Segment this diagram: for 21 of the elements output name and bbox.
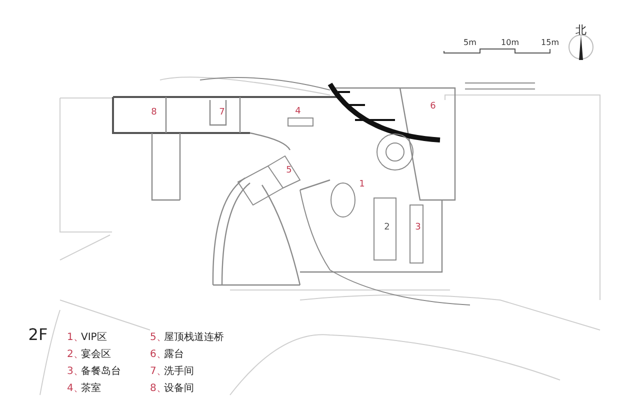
- scale-label: 15m: [541, 39, 559, 47]
- legend-text: 备餐岛台: [81, 367, 121, 377]
- floor-label: 2F: [28, 327, 48, 343]
- scale-label: 5m: [464, 39, 476, 47]
- legend-text: 宴会区: [81, 350, 111, 360]
- room-number: 3: [415, 224, 421, 232]
- north-label: 北: [576, 24, 586, 36]
- room-number: 2: [384, 224, 390, 232]
- scale-label: 10m: [501, 39, 519, 47]
- room-number: 1: [359, 180, 365, 190]
- legend-text: 洗手间: [164, 367, 194, 377]
- room-number: 4: [295, 108, 301, 116]
- room-number: 6: [430, 102, 436, 112]
- legend-text: 屋顶栈道连桥: [164, 333, 224, 343]
- legend-text: 露台: [164, 350, 184, 360]
- room-number: 7: [219, 108, 225, 118]
- room-number: 8: [151, 108, 157, 118]
- legend-text: 茶室: [81, 384, 101, 394]
- legend-text: VIP区: [81, 333, 107, 343]
- room-number: 5: [286, 166, 292, 176]
- legend-text: 设备间: [164, 384, 194, 394]
